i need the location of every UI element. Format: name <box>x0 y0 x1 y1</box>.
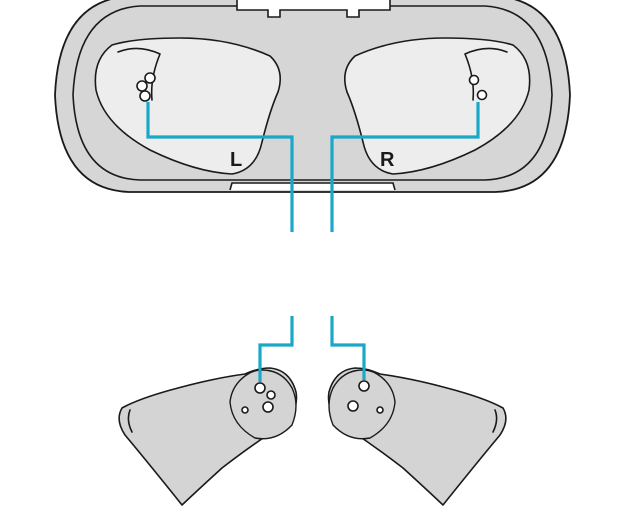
right-earbud <box>327 367 507 506</box>
connector-lines <box>146 102 480 382</box>
left-case-contact-2 <box>136 80 148 92</box>
right-side-label: R <box>380 149 395 171</box>
left-side-label: L <box>230 149 242 171</box>
right-earbud-contact-2 <box>347 400 359 412</box>
case-bottom-notch <box>229 182 396 191</box>
left-earbud-contact-3 <box>262 401 274 413</box>
left-earbud-edge-line <box>127 409 133 433</box>
left-earbud-well <box>94 37 281 175</box>
case-inner-rim <box>72 5 553 181</box>
left-earbud-contact-2 <box>266 390 276 400</box>
right-earbud-connector <box>330 316 366 380</box>
right-earbud-contact-1 <box>358 380 370 392</box>
left-case-contact-1 <box>144 72 156 84</box>
left-earbud-well-contour <box>117 47 161 101</box>
right-earbud-edge-line <box>492 409 498 433</box>
right-earbud-well <box>344 37 531 175</box>
right-earbud-sensor <box>376 406 384 414</box>
left-earbud <box>118 367 298 506</box>
left-case-contact-3 <box>139 90 151 102</box>
right-earbud-well-contour <box>464 47 508 101</box>
charging-case: L R <box>54 0 571 193</box>
left-earbud-connector <box>258 316 294 382</box>
right-case-connector <box>330 102 480 232</box>
right-case-contact-1 <box>468 74 480 86</box>
left-earbud-sensor <box>241 406 249 414</box>
left-case-connector <box>146 102 294 232</box>
left-earbud-contact-1 <box>254 382 266 394</box>
right-case-contact-2 <box>476 89 488 101</box>
case-lid-tab <box>236 0 391 18</box>
